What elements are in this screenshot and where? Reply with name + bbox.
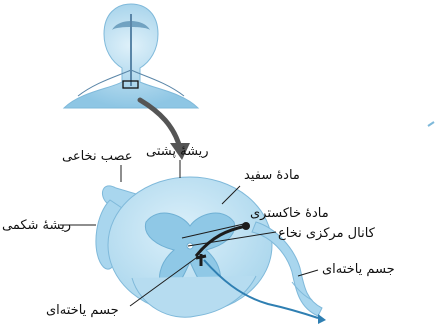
- label-dorsal-root: ریشهٔ پشتی: [146, 144, 209, 160]
- label-gray-matter: مادهٔ خاکستری: [250, 206, 329, 222]
- label-cell-body-bottom: جسم یاخته‌ای: [46, 303, 119, 319]
- label-spinal-nerve: عصب نخاعی: [62, 149, 133, 165]
- label-cell-body-right: جسم یاخته‌ای: [322, 262, 395, 278]
- label-ventral-root: ریشهٔ شکمی: [2, 218, 71, 234]
- human-figure: [64, 4, 198, 108]
- label-white-matter: مادهٔ سفید: [244, 168, 300, 184]
- label-central-canal: کانال مرکزی نخاع: [278, 226, 375, 242]
- spinal-cord-section: [96, 177, 326, 324]
